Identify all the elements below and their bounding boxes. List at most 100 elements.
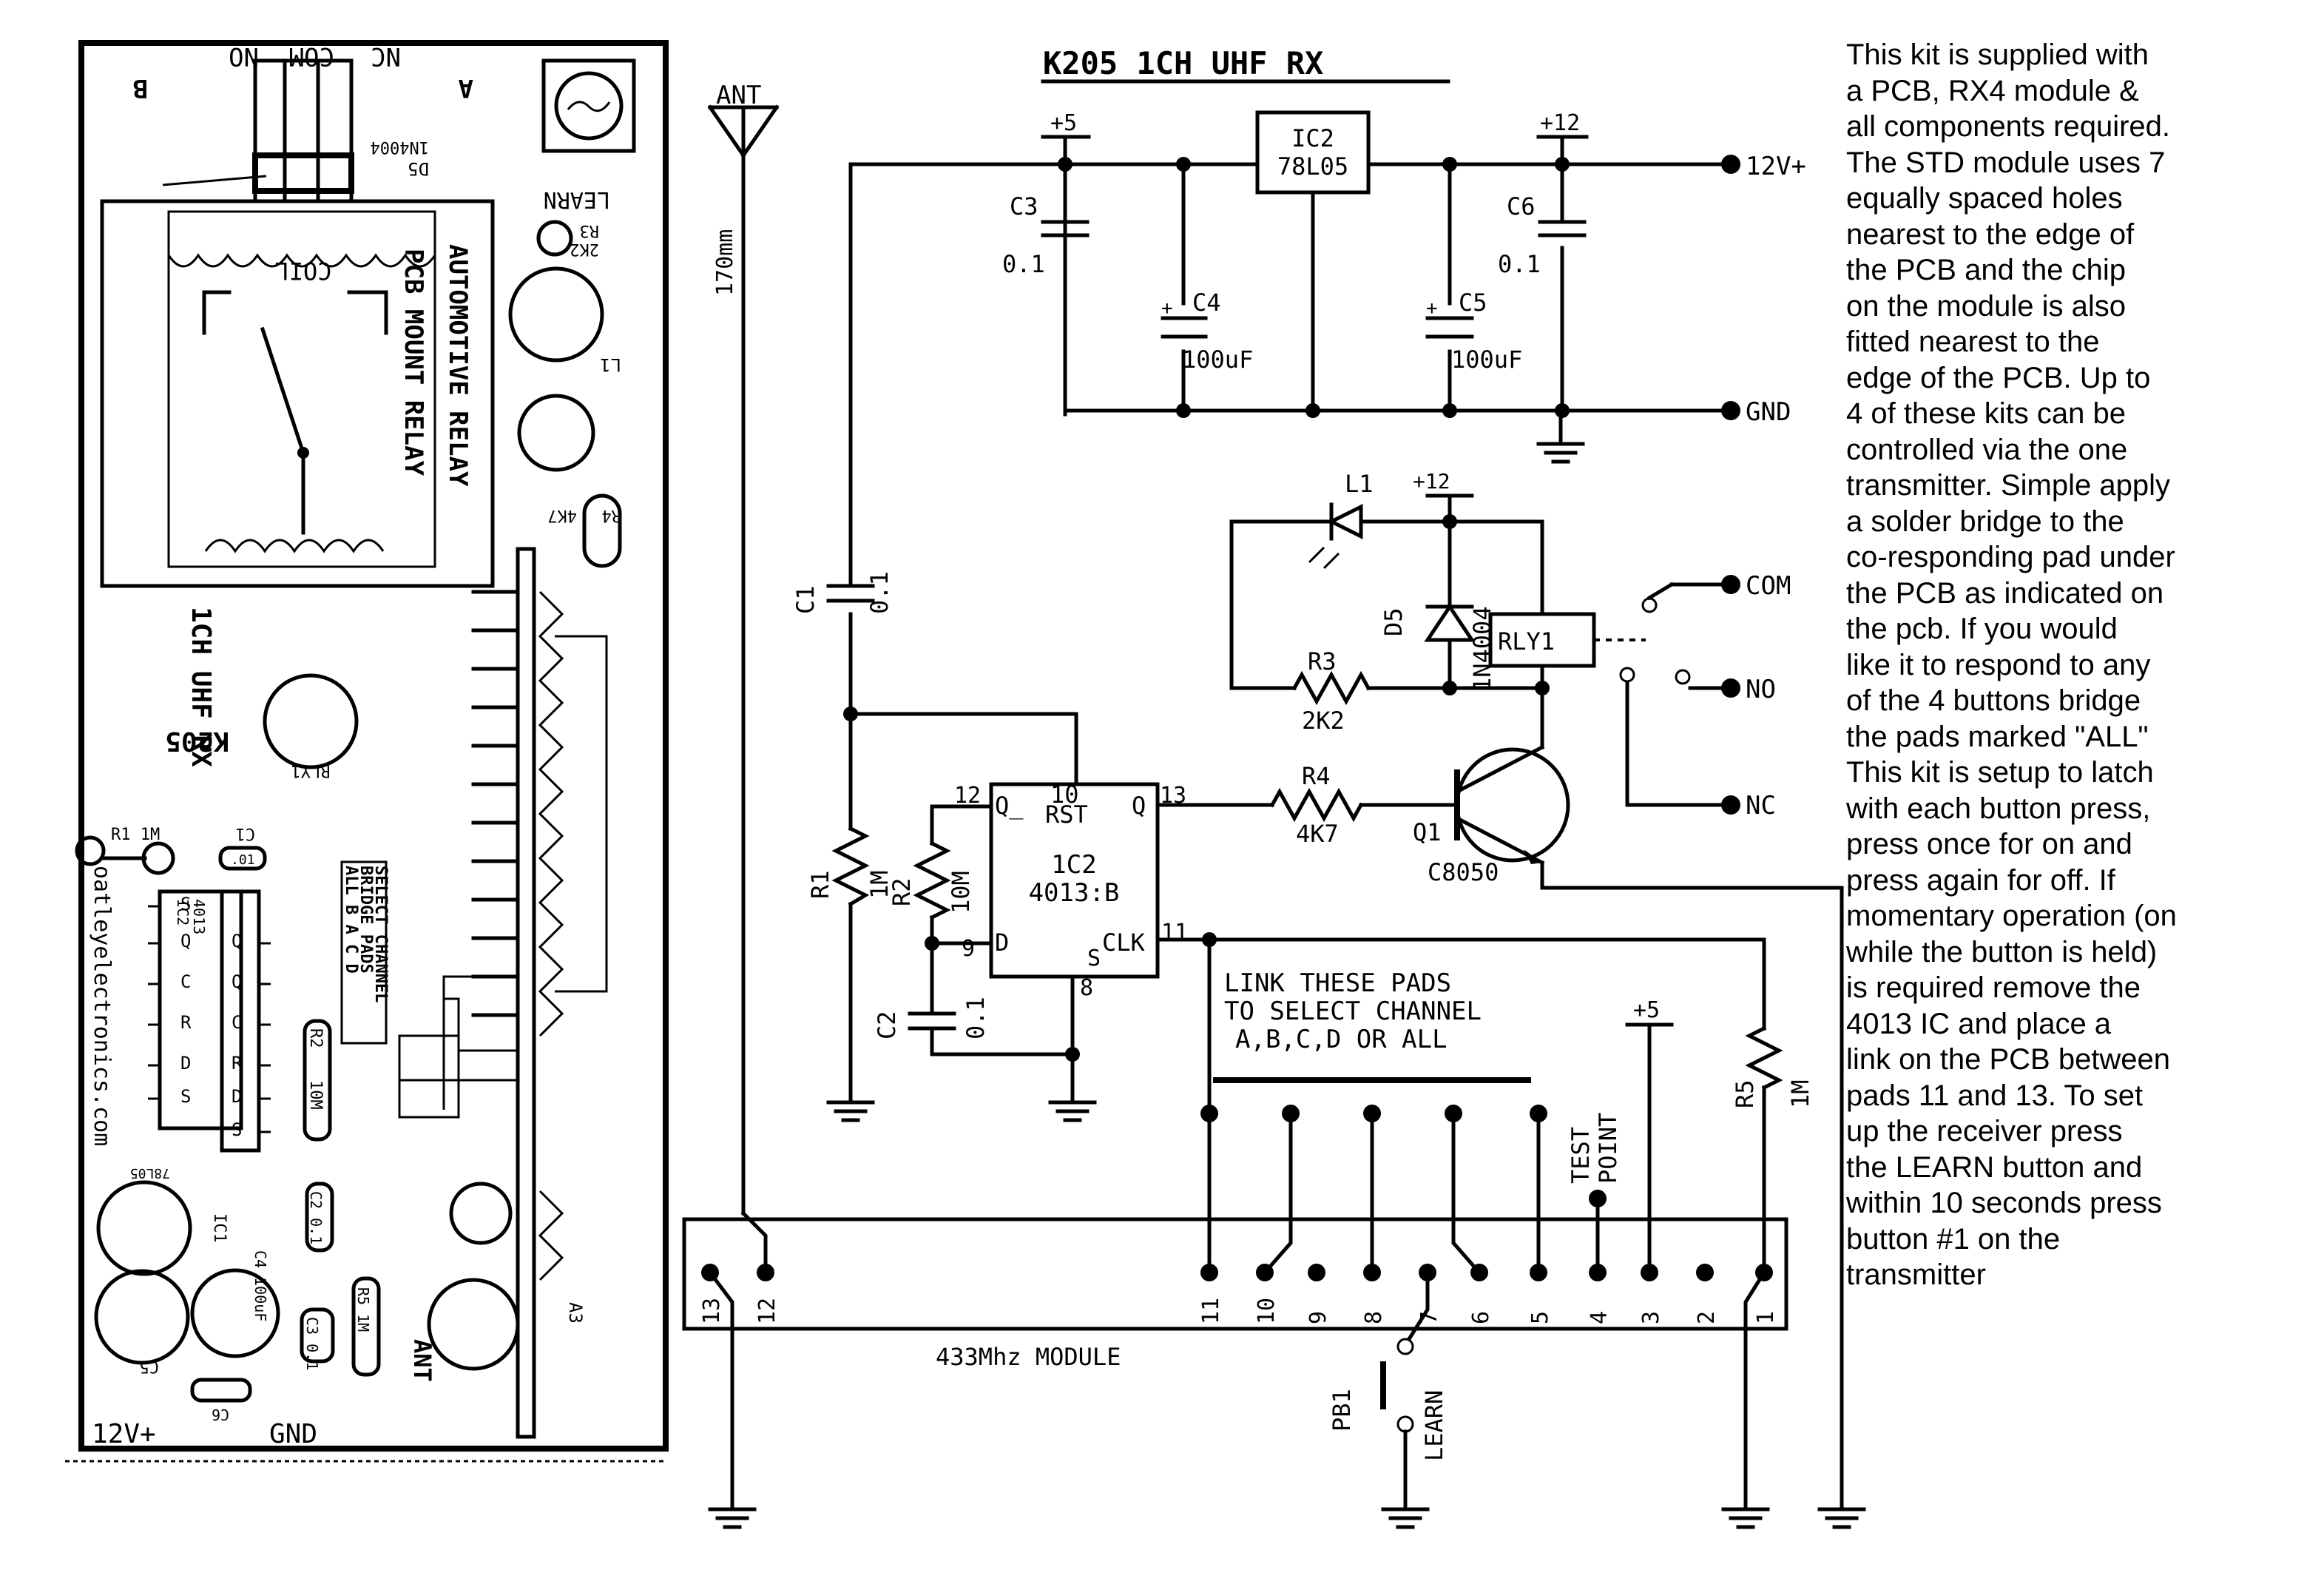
description-line: is required remove the <box>1846 971 2141 1004</box>
pcb-c3-label: C3 0.1 <box>303 1317 321 1370</box>
pcb-ic-pin-r4: R <box>232 1053 243 1074</box>
description-line: a solder bridge to the <box>1846 505 2124 538</box>
pcb-coil-bottom <box>204 539 385 553</box>
pcb-c5-footprint <box>94 1269 190 1365</box>
pcb-pin-b: B <box>133 73 148 103</box>
module-plus5: +5 <box>1633 997 1660 1023</box>
pcb-relay-inner <box>167 210 436 568</box>
pcb-c6-label: C6 <box>212 1406 229 1423</box>
terminal-no-dot[interactable] <box>1721 678 1740 698</box>
pcb-r3-value: 2K2 <box>570 240 599 258</box>
module-grounds <box>707 1270 1770 1529</box>
cap-c4-symbol: + <box>1161 297 1208 339</box>
pcb-ic-pin-labels: S Q C R D S Q Q C R D S <box>180 894 243 1140</box>
flipflop-pin12: 12 <box>954 783 981 809</box>
rf-pin-11: 11 <box>1198 1298 1224 1324</box>
flipflop-rst: RST <box>1045 801 1088 829</box>
pcb-learn-button <box>541 58 636 153</box>
cap-c6-value: 0.1 <box>1498 250 1541 278</box>
pcb-c4-label: C4 100uF <box>251 1250 269 1321</box>
pcb-relay-pin-nc: NC <box>371 41 401 71</box>
test-point-line-1: TEST <box>1567 1127 1595 1184</box>
terminal-gnd-dot[interactable] <box>1721 401 1740 420</box>
pcb-relay-contact-a <box>202 290 232 335</box>
description-line: This kit is setup to latch <box>1846 756 2154 789</box>
transistor-part: C8050 <box>1428 858 1499 886</box>
pcb-website: oatleyelectronics.com <box>89 866 115 1146</box>
description-line: The STD module uses 7 <box>1846 146 2166 179</box>
rf-pin-5: 5 <box>1527 1311 1553 1324</box>
svg-text:+: + <box>1161 297 1173 320</box>
flipflop-pin9: 9 <box>962 936 975 962</box>
pcb-l1-footprint <box>508 266 604 363</box>
cap-c1-value: 0.1 <box>865 571 894 614</box>
pcb-header-pins <box>399 590 608 1281</box>
link-pad-wires <box>1207 1111 1600 1275</box>
r1-branch <box>826 712 1078 1122</box>
flipflop-d: D <box>995 929 1009 957</box>
svg-text:+: + <box>1426 297 1438 320</box>
description-line: the pcb. If you would <box>1846 613 2118 645</box>
pcb-q1-footprint <box>449 1182 513 1245</box>
description-line: on the module is also <box>1846 289 2127 323</box>
resistor-r3-value: 2K2 <box>1302 707 1345 735</box>
schematic-title: K205 1CH UHF RX <box>1043 45 1323 81</box>
description-line: the PCB and the chip <box>1846 254 2127 286</box>
resistor-r5-ref: R5 <box>1731 1079 1759 1108</box>
terminal-nc-dot[interactable] <box>1721 795 1740 815</box>
test-point-line-2: POINT <box>1594 1113 1622 1184</box>
relay-terminal-block <box>252 58 354 203</box>
terminal-nc-label: NC <box>1746 791 1776 820</box>
pcb-r5-label: R5 1M <box>354 1287 372 1332</box>
flipflop-pin8: 8 <box>1080 975 1093 1001</box>
schematic: K205 1CH UHF RX ANT 170mm <box>682 45 1866 1529</box>
antenna-length: 170mm <box>712 229 738 296</box>
description-line: with each button press, <box>1846 792 2151 825</box>
pcb-r4-footprint <box>582 493 622 568</box>
pcb-power-label: 12V+ <box>92 1419 156 1449</box>
antenna-label: ANT <box>716 81 761 110</box>
pcb-r2-footprint <box>303 1019 332 1142</box>
learn-button-ref: PB1 <box>1328 1389 1356 1432</box>
pcb-ic-pin-l5: D <box>180 1053 191 1074</box>
pcb-ic-ref: IC2 <box>174 899 192 926</box>
description-line: transmitter <box>1846 1258 1986 1291</box>
flipflop-pin10: 10 <box>1050 781 1079 809</box>
pcb-r2-ref: R2 <box>306 1028 325 1048</box>
pcb-select-pads <box>398 1034 460 1119</box>
regulator-ref: IC2 <box>1291 124 1334 152</box>
relay-drive-network <box>1229 493 1733 807</box>
pcb-ic-part: 4013 <box>190 899 208 934</box>
pcb-module-header <box>516 547 536 1439</box>
pcb-relay-body <box>100 199 495 588</box>
terminal-12v-dot[interactable] <box>1721 155 1740 174</box>
pcb-r3-ref: R3 <box>580 221 600 240</box>
pcb-c4-footprint <box>190 1268 280 1358</box>
description-line: press once for on and <box>1846 828 2132 860</box>
link-note-line-1: LINK THESE PADS <box>1224 968 1451 998</box>
pcb-r1-pad <box>75 835 106 866</box>
learn-button-symbol[interactable] <box>1380 1270 1430 1529</box>
description-line: press again for off. If <box>1846 863 2115 897</box>
description-line: a PCB, RX4 module & <box>1846 74 2139 107</box>
description-line: the LEARN button and <box>1846 1150 2143 1184</box>
pcb-led-footprint <box>517 394 595 472</box>
pcb-select-line-2: BRIDGE PADS <box>357 866 375 974</box>
pcb-relay-pin-com: COM <box>289 41 334 71</box>
cap-c3-ref: C3 <box>1010 192 1038 220</box>
pcb-ground-label: GND <box>269 1419 317 1449</box>
pcb-r1-label: R1 1M <box>111 826 160 844</box>
description-line: This kit is supplied with <box>1846 38 2149 71</box>
pcb-rly-mount <box>263 673 359 769</box>
description-line: of the 4 buttons bridge <box>1846 684 2141 717</box>
pcb-ic-pin-l1: S <box>180 894 191 914</box>
cap-c5-ref: C5 <box>1459 289 1487 317</box>
learn-button-label: LEARN <box>1420 1390 1448 1461</box>
rf-pin-9: 9 <box>1305 1311 1331 1324</box>
power-rail-wires <box>848 135 1733 786</box>
rf-pin-6: 6 <box>1468 1311 1494 1324</box>
pcb-r3-pad <box>536 220 573 257</box>
cap-c5-symbol: + <box>1425 297 1474 339</box>
terminal-com-dot[interactable] <box>1721 575 1740 594</box>
